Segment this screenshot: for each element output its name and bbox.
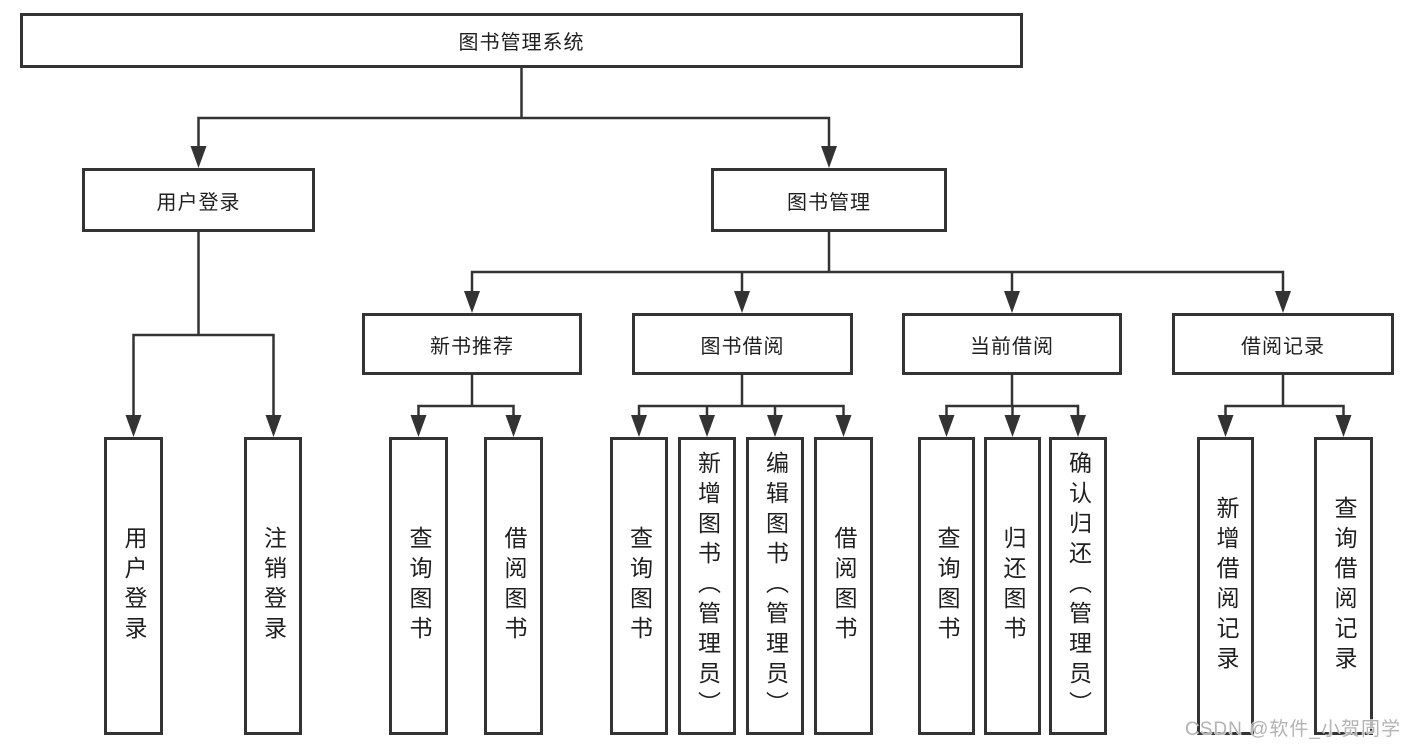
arrow-down-icon (190, 146, 207, 168)
arrow-down-icon (1004, 291, 1020, 313)
node-label: 新增图书（管理员） (694, 451, 721, 721)
arrow-down-icon (410, 415, 427, 437)
arrow-down-icon (821, 146, 837, 168)
node-label: 借阅图书 (501, 526, 527, 646)
node-label: 新增借阅记录 (1213, 496, 1239, 676)
leaf-logout: 注销登录 (244, 437, 302, 735)
arrow-down-icon (699, 415, 715, 437)
node-new-book-recommend: 新书推荐 (362, 313, 582, 375)
arrow-down-icon (767, 415, 783, 437)
leaf-confirm-return-admin: 确认归还（管理员） (1049, 437, 1107, 735)
node-label: 借阅记录 (1241, 335, 1325, 358)
arrow-down-icon (835, 415, 852, 437)
leaf-borrow-books: 借阅图书 (814, 437, 873, 735)
arrow-down-icon (125, 415, 142, 437)
leaf-add-borrow-record: 新增借阅记录 (1197, 437, 1254, 735)
node-label: 图书管理系统 (458, 32, 585, 54)
node-label: 查询图书 (626, 526, 653, 646)
arrow-down-icon (734, 291, 750, 313)
arrow-down-icon (631, 415, 647, 437)
arrow-down-icon (464, 291, 480, 313)
leaf-query-borrow-record: 查询借阅记录 (1314, 437, 1373, 735)
node-label: 确认归还（管理员） (1065, 451, 1092, 721)
node-label: 用户登录 (156, 191, 241, 214)
node-user-login: 用户登录 (82, 168, 315, 232)
arrow-down-icon (505, 415, 522, 437)
node-label: 新书推荐 (430, 335, 514, 358)
leaf-query-books-recommend: 查询图书 (389, 437, 448, 735)
leaf-return-books: 归还图书 (984, 437, 1041, 735)
leaf-user-login: 用户登录 (104, 437, 163, 735)
node-label: 编辑图书（管理员） (762, 451, 789, 721)
arrow-down-icon (265, 415, 282, 437)
arrow-down-icon (1070, 415, 1086, 437)
node-label: 查询图书 (934, 526, 960, 646)
arrowheads (125, 146, 1352, 437)
node-label: 查询图书 (406, 526, 432, 646)
node-label: 图书借阅 (700, 335, 785, 358)
node-library-management-system: 图书管理系统 (20, 13, 1023, 68)
leaf-query-books-borrow: 查询图书 (610, 437, 668, 735)
node-label: 借阅图书 (831, 526, 857, 646)
leaf-query-books-current: 查询图书 (918, 437, 975, 735)
arrow-down-icon (1335, 415, 1352, 437)
node-label: 注销登录 (260, 526, 287, 646)
node-borrowing-records: 借阅记录 (1172, 313, 1394, 375)
leaf-edit-books-admin: 编辑图书（管理员） (746, 437, 804, 735)
leaf-add-books-admin: 新增图书（管理员） (678, 437, 736, 735)
node-label: 查询借阅记录 (1331, 496, 1357, 676)
node-book-management: 图书管理 (711, 168, 947, 232)
connector-paths (132, 68, 1345, 422)
arrow-down-icon (938, 415, 955, 437)
arrow-down-icon (1275, 291, 1291, 313)
leaf-borrow-books-recommend: 借阅图书 (484, 437, 543, 735)
arrow-down-icon (1217, 415, 1234, 437)
csdn-watermark: CSDN @软件_小贺同学 (1185, 719, 1401, 740)
node-current-borrowing: 当前借阅 (902, 313, 1122, 375)
arrow-down-icon (1004, 415, 1021, 437)
node-label: 归还图书 (1000, 526, 1026, 646)
node-book-borrowing: 图书借阅 (632, 313, 853, 375)
node-label: 用户登录 (121, 526, 147, 646)
node-label: 图书管理 (787, 191, 871, 214)
node-label: 当前借阅 (970, 335, 1054, 358)
